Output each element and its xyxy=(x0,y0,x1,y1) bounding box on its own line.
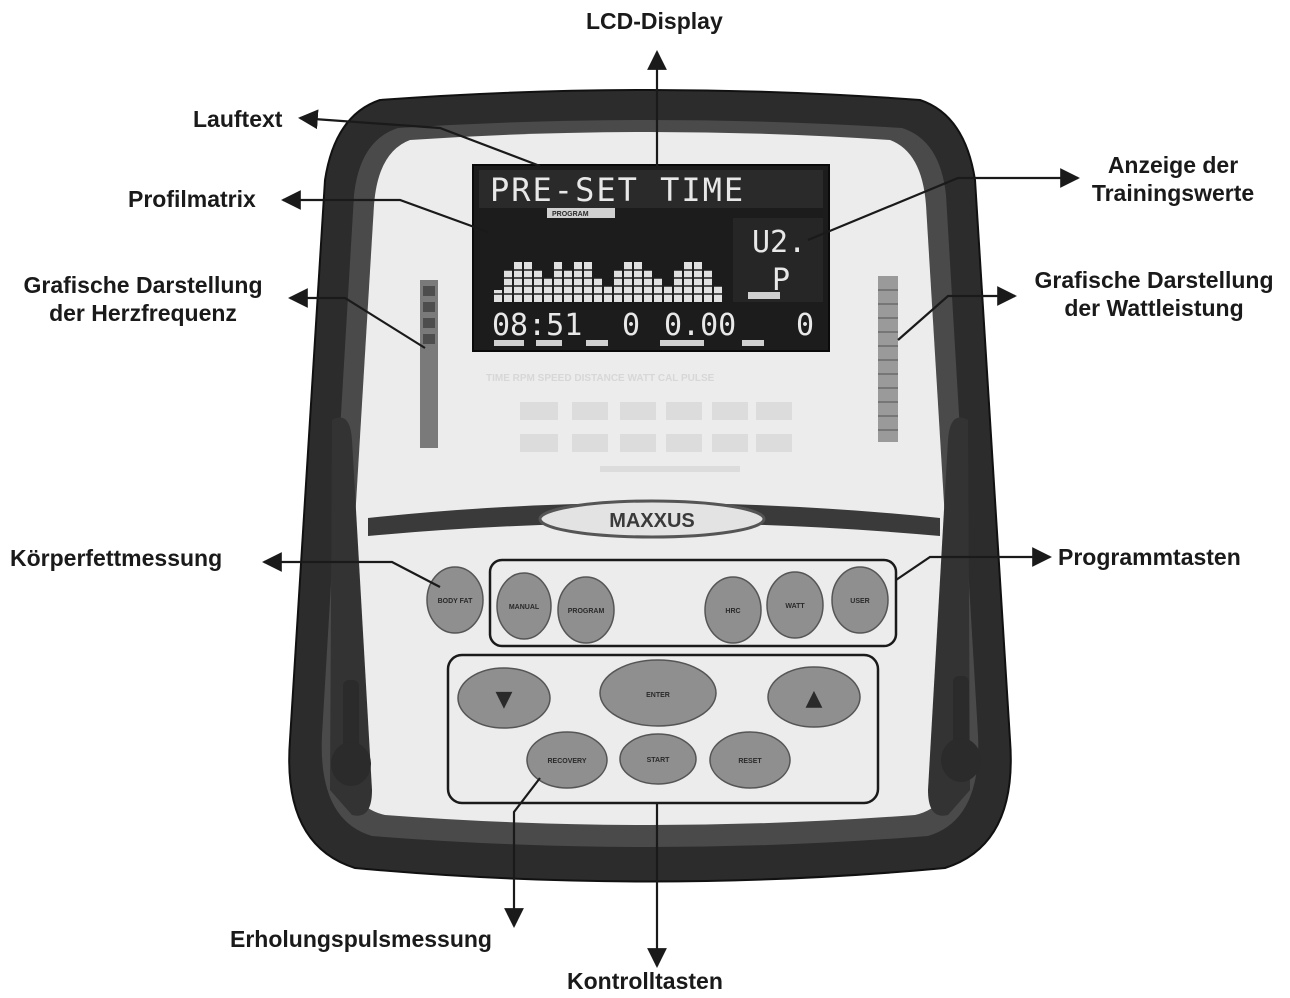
label-anzeige-line1: Anzeige der xyxy=(1107,152,1239,178)
reset-button[interactable] xyxy=(709,731,791,789)
down-button[interactable] xyxy=(457,667,551,729)
heart-rate-bargraph-segments xyxy=(423,286,435,344)
panel-faint-icons xyxy=(520,402,792,472)
lcd-program-tag: PROGRAM xyxy=(552,211,589,218)
program-button-program-label: PROGRAM xyxy=(568,608,605,615)
left-grip xyxy=(330,417,372,816)
left-side-knob xyxy=(331,680,371,786)
arrow-lauftext xyxy=(298,109,541,168)
program-button-watt[interactable] xyxy=(766,571,824,639)
watt-bargraph-segments xyxy=(878,289,898,431)
label-herz-line2: der Herzfrequenz xyxy=(49,300,237,326)
program-button-manual-label: MANUAL xyxy=(509,604,540,611)
label-watt-line2: der Wattleistung xyxy=(1064,295,1244,321)
arrow-wattleistung xyxy=(897,286,1017,341)
program-button-user[interactable] xyxy=(831,566,889,634)
lcd-user-box xyxy=(733,218,823,302)
program-button-hrc[interactable] xyxy=(704,576,762,644)
lcd-scroll-text: PRE-SET TIME xyxy=(490,171,745,209)
lcd-user-letter: P xyxy=(772,263,790,298)
recovery-button[interactable] xyxy=(526,731,608,789)
bodyfat-button[interactable] xyxy=(426,566,484,634)
brand-logo: MAXXUS xyxy=(609,510,695,532)
up-arrow-icon: ▲ xyxy=(806,686,823,711)
start-stop-button[interactable] xyxy=(619,733,697,785)
panel-faint-legend: TIME RPM SPEED DISTANCE WATT CAL PULSE xyxy=(486,373,715,384)
arrow-anzeige xyxy=(807,168,1080,242)
program-button-user-label: USER xyxy=(850,598,869,605)
label-anzeige-line2: Trainingswerte xyxy=(1091,180,1255,206)
lcd-distance-value: 0.00 xyxy=(664,308,736,343)
arrow-erholung xyxy=(504,777,541,928)
watt-bargraph xyxy=(878,276,898,442)
program-button-group xyxy=(488,558,898,648)
profile-matrix-grid xyxy=(490,269,726,295)
lcd-user-tag xyxy=(748,292,780,299)
brand-badge xyxy=(538,499,766,539)
label-herzfrequenz: Grafische Darstellung der Herzfrequenz xyxy=(8,271,278,327)
arrow-profilmatrix xyxy=(281,190,489,234)
lcd-time-value: 08:51 xyxy=(492,308,582,343)
start-stop-button-label: START xyxy=(647,757,671,764)
leader-lines xyxy=(262,50,1080,968)
arrow-programmtasten xyxy=(895,547,1052,581)
label-erholungspulsmessung: Erholungspulsmessung xyxy=(230,926,492,952)
recovery-button-label: RECOVERY xyxy=(547,758,586,765)
lcd-user-code: U2. xyxy=(752,225,806,260)
program-button-hrc-label: HRC xyxy=(725,608,740,615)
label-profilmatrix: Profilmatrix xyxy=(128,186,256,212)
bodyfat-button-label: BODY FAT xyxy=(438,598,473,605)
label-herz-line1: Grafische Darstellung xyxy=(23,272,263,298)
lcd-speed-value: 0 xyxy=(622,308,640,343)
lcd-program-tag-bg xyxy=(547,208,615,218)
label-programmtasten: Programmtasten xyxy=(1058,544,1241,570)
program-button-program[interactable] xyxy=(557,576,615,644)
arrow-koerperfett xyxy=(262,552,441,588)
lcd-watt-value: 0 xyxy=(796,308,814,343)
lcd-readout-tags xyxy=(494,340,764,346)
up-button[interactable] xyxy=(767,666,861,728)
down-arrow-icon: ▼ xyxy=(496,687,513,712)
arrow-herzfrequenz xyxy=(288,288,426,349)
label-lcd-display: LCD-Display xyxy=(586,8,723,34)
control-button-group xyxy=(446,653,880,805)
lcd-scroll-bar xyxy=(479,170,823,208)
label-anzeige-trainingswerte: Anzeige der Trainingswerte xyxy=(1080,151,1266,207)
label-lauftext: Lauftext xyxy=(193,106,283,132)
right-side-knob xyxy=(941,676,981,782)
program-button-watt-label: WATT xyxy=(785,603,805,610)
reset-button-label: RESET xyxy=(738,758,762,765)
program-button-manual[interactable] xyxy=(496,572,552,640)
label-koerperfettmessung: Körperfettmessung xyxy=(10,545,223,571)
label-kontrolltasten: Kontrolltasten xyxy=(567,968,723,994)
label-wattleistung: Grafische Darstellung der Wattleistung xyxy=(1020,266,1288,322)
label-watt-line1: Grafische Darstellung xyxy=(1034,267,1274,293)
enter-button[interactable] xyxy=(599,659,717,727)
enter-button-label: ENTER xyxy=(646,692,670,699)
